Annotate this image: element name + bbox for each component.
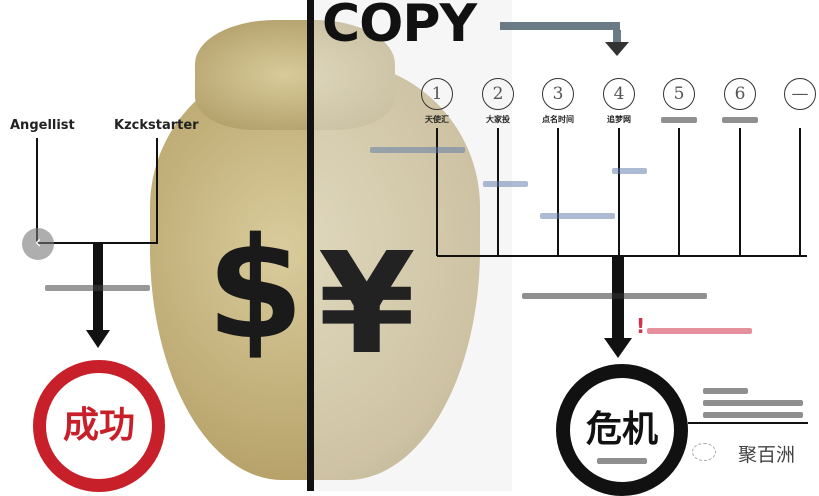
copy-arrow-line — [500, 22, 620, 30]
money-bag-neck — [195, 20, 395, 130]
arrow-head — [604, 338, 632, 358]
chevron-left-icon: ‹ — [34, 232, 42, 253]
prev-button[interactable]: ‹ — [22, 228, 54, 260]
step-circle-1: 1 — [421, 78, 453, 110]
side-note — [703, 388, 748, 394]
watermark-logo-icon — [692, 443, 716, 461]
step-circle-5: 5 — [663, 78, 695, 110]
step-circle-2: 2 — [482, 78, 514, 110]
step-circle-6: 6 — [724, 78, 756, 110]
crisis-subtext — [597, 458, 647, 464]
success-circle: 成功 — [33, 360, 165, 492]
note-text — [612, 168, 647, 174]
note-text — [540, 213, 615, 219]
step-label-5 — [661, 117, 697, 123]
step-line — [497, 128, 499, 256]
crisis-circle: 危机 — [556, 364, 688, 496]
divider-line — [307, 0, 314, 491]
note-text — [370, 147, 465, 153]
branch-line — [36, 138, 38, 243]
step-label-3: 点名时间 — [542, 115, 574, 124]
step-line — [618, 128, 620, 256]
step-circle-3: 3 — [542, 78, 574, 110]
side-note — [703, 412, 803, 418]
platform-kzckstarter: Kzckstarter — [114, 118, 199, 133]
note-text — [522, 293, 707, 299]
crisis-label: 危机 — [585, 409, 658, 450]
branch-line — [36, 242, 158, 244]
yen-symbol: ¥ — [318, 223, 416, 386]
dollar-symbol: $ — [206, 208, 304, 371]
step-label-2: 大家投 — [486, 115, 510, 124]
arrow-head — [86, 330, 110, 348]
warning-mark: ! — [636, 314, 646, 338]
bag-tint-right — [312, 0, 512, 491]
arrow-shaft — [612, 257, 624, 342]
success-label: 成功 — [62, 405, 135, 446]
money-bag — [150, 60, 480, 480]
copy-arrow-down — [613, 30, 621, 44]
note-text — [483, 181, 528, 187]
pointer-line — [688, 422, 808, 424]
branch-line — [156, 138, 158, 243]
note-text — [45, 285, 150, 291]
side-note — [703, 400, 803, 406]
watermark: 聚百洲 — [738, 444, 796, 466]
copy-title: COPY — [322, 0, 477, 54]
step-label-6 — [722, 117, 758, 123]
step-line — [739, 128, 741, 256]
step-circle-7: — — [784, 78, 816, 110]
warning-text — [647, 328, 752, 334]
step-label-4: 追梦网 — [607, 115, 631, 124]
platform-angellist: Angellist — [10, 118, 75, 133]
step-line — [557, 128, 559, 256]
step-circle-4: 4 — [603, 78, 635, 110]
copy-arrow-head — [605, 42, 629, 56]
step-label-1: 天使汇 — [425, 115, 449, 124]
step-line — [678, 128, 680, 256]
step-line — [799, 128, 801, 256]
step-line — [436, 128, 438, 256]
steps-bottom-line — [437, 255, 807, 257]
